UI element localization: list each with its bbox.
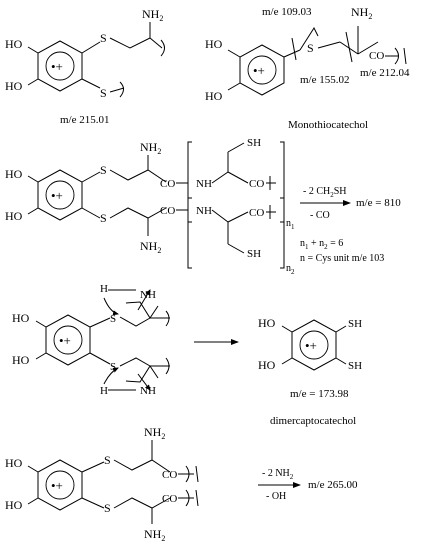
- sulfur-label: S: [104, 501, 111, 515]
- hydroxyl-label-bottom: HO: [205, 89, 223, 103]
- carbonyl-label: CO: [160, 205, 175, 217]
- thiol-label: SH: [247, 137, 261, 149]
- cys-unit-note: n = Cys unit m/e 103: [300, 253, 384, 264]
- neutral-loss-label: - OH: [266, 491, 286, 502]
- carbonyl-label: CO: [162, 493, 177, 505]
- panel-3: •+ HO HO S NH H S NH H: [12, 283, 362, 427]
- compound-name: dimercaptocatechol: [270, 415, 356, 427]
- hydroxyl-label-top: HO: [5, 456, 23, 470]
- nh-label: NH: [140, 289, 156, 301]
- sulfur-label: S: [110, 361, 116, 373]
- repeat-sum-note: n1 + n2 = 6: [300, 238, 343, 251]
- panel-2: •+ HO HO S NH2 CO NH SH CO n1 S NH2 CO: [5, 137, 401, 276]
- mass-label: m/e 155.02: [300, 74, 350, 86]
- radical-cation-label: •+: [305, 338, 317, 353]
- mass-label: m/e 109.03: [262, 6, 312, 18]
- thiol-label: SH: [348, 318, 362, 330]
- amine-label: NH2: [140, 140, 161, 156]
- catechol-ring-4: •+: [37, 459, 83, 511]
- radical-cation-label: •+: [51, 188, 63, 203]
- hydroxyl-label-bottom: HO: [5, 79, 23, 93]
- thiol-label: SH: [247, 248, 261, 260]
- repeat-count-label: n2: [286, 263, 295, 276]
- sulfur-label: S: [110, 313, 116, 325]
- panel-1: •+ HO HO S NH2 S m/e 215.01 m/e 109.03 •…: [5, 5, 410, 131]
- sulfur-label: S: [100, 86, 107, 100]
- neutral-loss-label: - CO: [310, 210, 330, 221]
- amine-label: NH2: [351, 5, 372, 21]
- hydroxyl-label-top: HO: [205, 37, 223, 51]
- hydrogen-label: H: [100, 283, 108, 295]
- radical-cation-label: •+: [51, 478, 63, 493]
- amine-label: NH2: [144, 527, 165, 542]
- panel-4: •+ HO HO S NH2 CO S NH2 CO - 2 NH2 - OH …: [5, 425, 358, 542]
- sulfur-label: S: [307, 41, 314, 55]
- catechol-ring-2: •+: [37, 169, 83, 221]
- sulfur-label: S: [100, 211, 107, 225]
- mass-label: m/e 215.01: [60, 114, 110, 126]
- nh-label: NH: [140, 385, 156, 397]
- sulfur-label: S: [104, 453, 111, 467]
- carbonyl-label: CO: [249, 207, 264, 219]
- hydroxyl-label-top: HO: [5, 37, 23, 51]
- mass-label: m/e 212.04: [360, 67, 410, 79]
- catechol-ring-1a: •+: [37, 40, 83, 92]
- carbonyl-label: CO: [369, 50, 384, 62]
- nh-label: NH: [196, 205, 212, 217]
- amine-label: NH2: [140, 239, 161, 255]
- hydrogen-label: H: [100, 385, 108, 397]
- carbonyl-label: CO: [249, 178, 264, 190]
- repeat-count-label: n1: [286, 218, 295, 231]
- radical-cation-label: •+: [59, 333, 71, 348]
- hydroxyl-label-bottom: HO: [12, 353, 30, 367]
- hydroxyl-label-bottom: HO: [5, 209, 23, 223]
- carbonyl-label: CO: [160, 178, 175, 190]
- catechol-ring-3a: •+: [45, 314, 91, 366]
- hydroxyl-label-top: HO: [258, 316, 276, 330]
- sulfur-label: S: [100, 31, 107, 45]
- catechol-ring-1b: •+: [239, 44, 285, 96]
- fragment-mass: m/e = 810: [356, 197, 401, 209]
- amine-label: NH2: [142, 7, 163, 23]
- hydroxyl-label-bottom: HO: [258, 358, 276, 372]
- thiol-label: SH: [348, 360, 362, 372]
- hydroxyl-label-top: HO: [12, 311, 30, 325]
- catechol-ring-3b: •+: [291, 319, 337, 371]
- sulfur-label: S: [100, 163, 107, 177]
- radical-cation-label: •+: [51, 59, 63, 74]
- neutral-loss-label: - 2 NH2: [262, 468, 294, 481]
- amine-label: NH2: [144, 425, 165, 441]
- fragment-mass: m/e = 173.98: [290, 388, 349, 400]
- radical-cation-label: •+: [253, 63, 265, 78]
- neutral-loss-label: - 2 CH2SH: [303, 186, 347, 199]
- fragment-mass: m/e 265.00: [308, 479, 358, 491]
- carbonyl-label: CO: [162, 469, 177, 481]
- hydroxyl-label-top: HO: [5, 167, 23, 181]
- hydroxyl-label-bottom: HO: [5, 498, 23, 512]
- nh-label: NH: [196, 178, 212, 190]
- compound-name: Monothiocatechol: [288, 119, 368, 131]
